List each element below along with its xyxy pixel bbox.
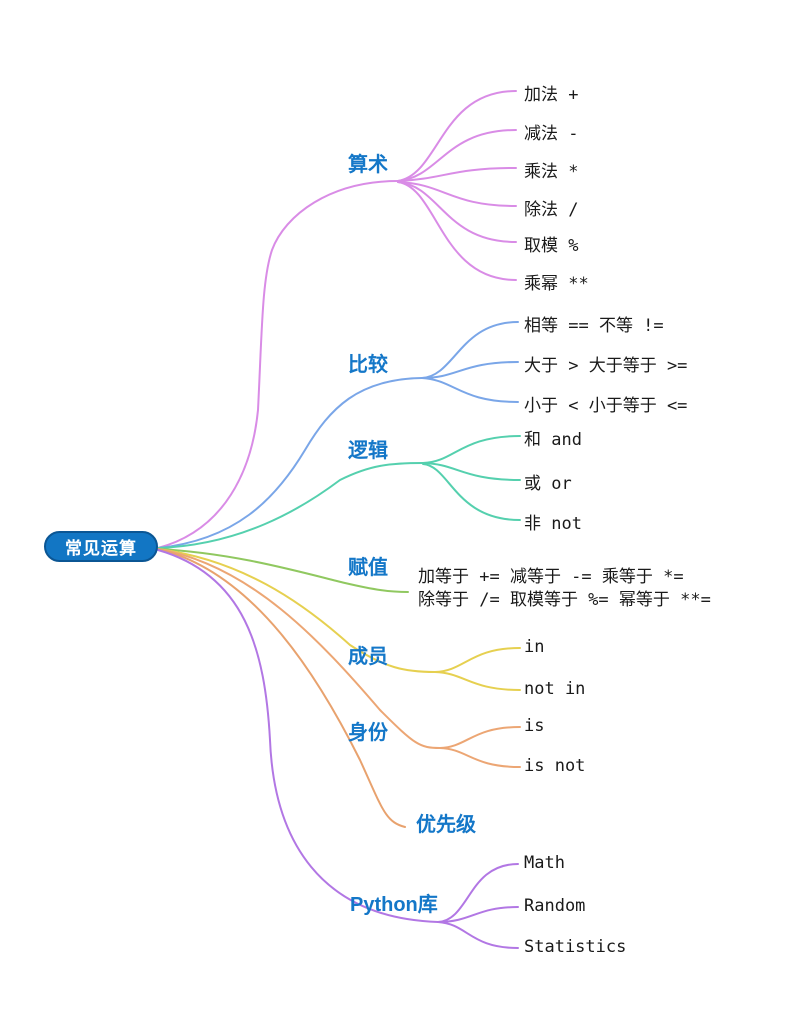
node-addition[interactable]: 加法 + — [524, 85, 579, 105]
branch-assignment[interactable]: 赋值 — [348, 557, 388, 579]
node-assignment-operators[interactable]: 加等于 += 减等于 -= 乘等于 *= 除等于 /= 取模等于 %= 幂等于 … — [418, 566, 711, 612]
trunk-identity — [157, 548, 441, 749]
connector-python-lib-2 — [437, 921, 519, 949]
connector-comparison-1 — [421, 361, 519, 379]
node-random[interactable]: Random — [524, 896, 586, 916]
connector-membership-0 — [434, 647, 521, 673]
node-less[interactable]: 小于 < 小于等于 <= — [524, 396, 688, 416]
node-math[interactable]: Math — [524, 853, 565, 873]
node-in[interactable]: in — [524, 637, 545, 657]
connector-logic-1 — [422, 462, 521, 481]
connector-comparison-2 — [421, 377, 519, 403]
connector-identity-0 — [439, 726, 521, 749]
node-greater[interactable]: 大于 > 大于等于 >= — [524, 356, 688, 376]
connector-logic-2 — [422, 463, 521, 521]
connector-comparison-0 — [421, 321, 519, 379]
branch-comparison[interactable]: 比较 — [348, 354, 388, 376]
node-subtraction[interactable]: 减法 - — [524, 124, 579, 144]
node-not-in[interactable]: not in — [524, 679, 586, 699]
branch-membership[interactable]: 成员 — [348, 646, 388, 668]
node-or[interactable]: 或 or — [524, 474, 572, 494]
trunk-membership — [157, 548, 436, 673]
trunk-assignment — [157, 548, 409, 593]
trunk-comparison — [157, 377, 423, 549]
connector-python-lib-0 — [437, 863, 519, 923]
trunk-logic — [157, 462, 424, 549]
connector-identity-1 — [439, 747, 521, 768]
node-not[interactable]: 非 not — [524, 514, 582, 534]
root-node[interactable]: 常见运算 — [44, 531, 158, 562]
node-and[interactable]: 和 and — [524, 430, 582, 450]
trunk-python-lib — [157, 549, 439, 923]
connector-arithmetic-5 — [397, 181, 517, 281]
branch-identity[interactable]: 身份 — [348, 722, 388, 744]
connector-arithmetic-1 — [397, 129, 517, 182]
node-division[interactable]: 除法 / — [524, 200, 579, 220]
connector-logic-0 — [422, 435, 521, 464]
assignment-line-1: 加等于 += 减等于 -= 乘等于 *= — [418, 567, 684, 587]
node-equal-notequal[interactable]: 相等 == 不等 != — [524, 316, 664, 336]
node-is-not[interactable]: is not — [524, 756, 586, 776]
trunk-arithmetic — [157, 180, 399, 549]
connector-arithmetic-2 — [397, 167, 517, 182]
branch-arithmetic[interactable]: 算术 — [348, 154, 388, 176]
connector-arithmetic-3 — [397, 181, 517, 207]
connector-membership-1 — [434, 671, 521, 691]
connector-arithmetic-0 — [397, 90, 517, 182]
node-is[interactable]: is — [524, 716, 545, 736]
connector-python-lib-1 — [437, 906, 519, 923]
trunk-precedence — [157, 548, 406, 828]
node-multiplication[interactable]: 乘法 * — [524, 162, 579, 182]
connector-arithmetic-4 — [397, 181, 517, 243]
branch-python-lib[interactable]: Python库 — [350, 894, 438, 916]
node-statistics[interactable]: Statistics — [524, 937, 627, 957]
node-power[interactable]: 乘幂 ** — [524, 274, 589, 294]
node-modulo[interactable]: 取模 % — [524, 236, 579, 256]
branch-logic[interactable]: 逻辑 — [348, 440, 388, 462]
assignment-line-2: 除等于 /= 取模等于 %= 幂等于 **= — [418, 590, 711, 610]
branch-precedence[interactable]: 优先级 — [416, 814, 476, 836]
